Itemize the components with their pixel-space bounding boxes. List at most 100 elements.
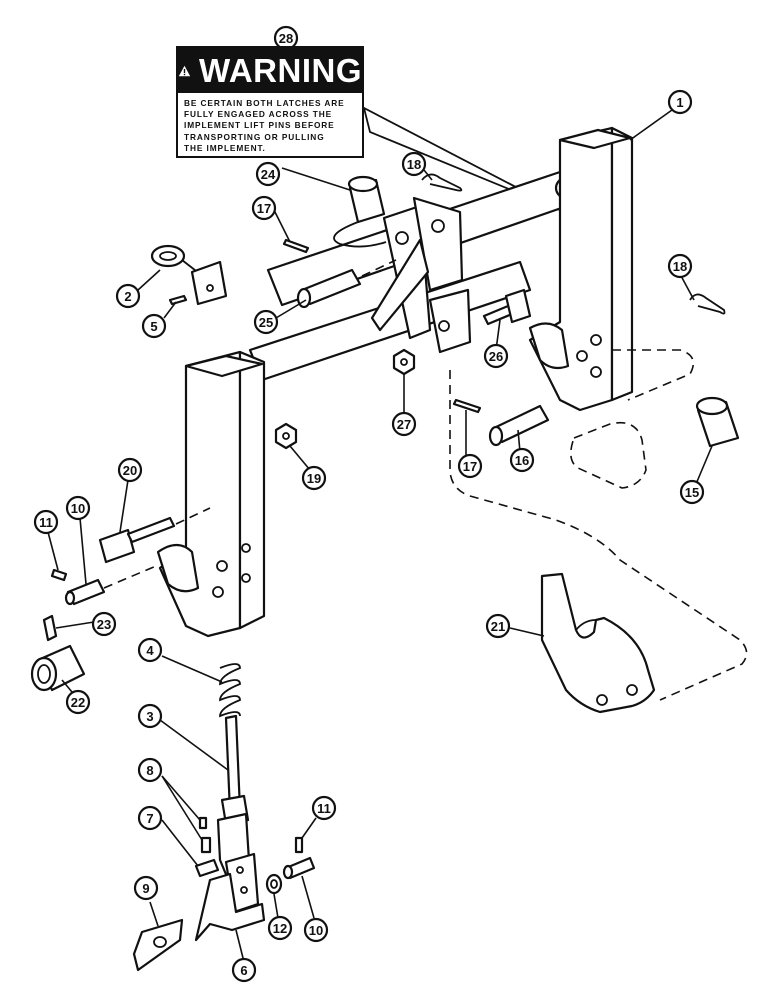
- clevis-hole: [438, 320, 450, 332]
- svg-text:19: 19: [307, 471, 321, 486]
- svg-text:5: 5: [150, 319, 157, 334]
- callout-5: 5: [141, 313, 167, 339]
- pin-5: [168, 294, 188, 306]
- svg-text:6: 6: [240, 963, 247, 978]
- pin-11-right: [294, 836, 304, 854]
- callout-17-lower: 17: [457, 453, 483, 479]
- cotter-pin-17-lower: [452, 398, 482, 414]
- callout-2: 2: [115, 283, 141, 309]
- latch-handle-6: [194, 852, 266, 942]
- callout-11-left: 11: [33, 509, 59, 535]
- nut-25: [274, 422, 298, 450]
- quick-hitch-frame: [156, 126, 634, 638]
- svg-text:23: 23: [97, 617, 111, 632]
- callout-3: 3: [137, 703, 163, 729]
- hitch-pin-16: [488, 404, 550, 447]
- svg-text:16: 16: [515, 453, 529, 468]
- collar-26: [30, 644, 86, 692]
- bushing-20: [347, 175, 386, 224]
- warning-message: BE CERTAIN BOTH LATCHES ARE FULLY ENGAGE…: [178, 93, 362, 154]
- callout-8: 8: [137, 757, 163, 783]
- svg-text:12: 12: [273, 921, 287, 936]
- lower-clevis: [428, 288, 472, 354]
- callout-28: 28: [273, 25, 299, 51]
- callout-21: 25: [253, 309, 279, 335]
- handle-grip-9: [132, 918, 184, 972]
- svg-text:15: 15: [685, 485, 699, 500]
- roll-pin-27: [42, 614, 58, 642]
- right-side-plate-edge: [610, 126, 634, 402]
- nut-23-hole: [400, 358, 408, 366]
- callout-18-right: 18: [667, 253, 693, 279]
- warning-line: TRANSPORTING OR PULLING: [184, 131, 325, 142]
- callout-9: 9: [133, 875, 159, 901]
- warning-line: FULLY ENGAGED ACROSS THE: [184, 109, 333, 120]
- left-side-plate: [158, 350, 242, 638]
- right-latch-hook-slot: [528, 322, 570, 370]
- callout-23: 27: [391, 411, 417, 437]
- hair-clip-18-upper: [421, 173, 463, 192]
- callout-18-upper: 18: [401, 151, 427, 177]
- callout-11-right: 11: [311, 795, 337, 821]
- warning-decal: WARNING BE CERTAIN BOTH LATCHES ARE FULL…: [176, 46, 364, 158]
- washer-12: [265, 873, 283, 895]
- callout-12: 12: [267, 915, 293, 941]
- warning-decal-header: WARNING: [178, 48, 362, 93]
- bolt-22: [482, 288, 532, 326]
- left-plate-hole-2: [216, 560, 228, 572]
- roll-pin-8a: [198, 816, 208, 830]
- svg-text:20: 20: [123, 463, 137, 478]
- bracket-gusset: [370, 238, 430, 332]
- callout-19: 21: [485, 613, 511, 639]
- roll-pin-8b: [200, 836, 212, 854]
- svg-text:10: 10: [71, 501, 85, 516]
- bushing-20-path: [333, 221, 387, 248]
- warning-triangle-icon: [178, 65, 191, 76]
- bracket-hole-1: [395, 231, 409, 245]
- svg-text:27: 27: [397, 417, 411, 432]
- bolt-24: [98, 507, 211, 564]
- decal-location-pointer: [362, 106, 561, 211]
- hitch-pin-21: [296, 259, 397, 309]
- warning-line: BE CERTAIN BOTH LATCHES ARE: [184, 98, 345, 108]
- pin-11-left: [50, 568, 68, 582]
- callout-27: 23: [91, 611, 117, 637]
- nut-25-hole: [282, 432, 290, 440]
- pin-10-right: [282, 856, 316, 880]
- right-plate-top: [558, 128, 632, 150]
- svg-text:2: 2: [124, 289, 131, 304]
- cotter-pin-17-upper: [282, 238, 310, 254]
- svg-text:17: 17: [463, 459, 477, 474]
- right-plate-hole-3: [590, 366, 602, 378]
- svg-text:4: 4: [146, 643, 154, 658]
- svg-text:21: 21: [491, 619, 505, 634]
- leader-lines: [47, 48, 713, 963]
- pin-7: [194, 858, 220, 878]
- svg-text:1: 1: [676, 95, 683, 110]
- callout-4: 4: [137, 637, 163, 663]
- assembly-path-bushing: [612, 349, 695, 401]
- svg-text:10: 10: [309, 923, 323, 938]
- lanyard-2: [150, 244, 228, 306]
- left-plate-hole-1: [212, 586, 224, 598]
- bracket-hole-2: [431, 219, 445, 233]
- callout-10-left: 10: [65, 495, 91, 521]
- pin-10-left-path: [103, 565, 157, 589]
- callout-17-upper: 17: [251, 195, 277, 221]
- assembly-path-bushing-15: [570, 421, 647, 489]
- svg-text:24: 24: [261, 167, 276, 182]
- callout-20: 24: [255, 161, 281, 187]
- svg-text:26: 26: [489, 349, 503, 364]
- nut-23: [392, 348, 416, 376]
- left-plate-top: [184, 354, 264, 378]
- callout-24: 20: [117, 457, 143, 483]
- left-latch-hook-slot: [156, 543, 200, 593]
- bushing-15: [695, 396, 740, 448]
- svg-text:8: 8: [146, 763, 153, 778]
- svg-text:28: 28: [279, 31, 293, 46]
- right-plate-hole-2: [590, 334, 602, 346]
- callout-6: 6: [231, 957, 257, 983]
- warning-line: THE IMPLEMENT.: [184, 142, 266, 153]
